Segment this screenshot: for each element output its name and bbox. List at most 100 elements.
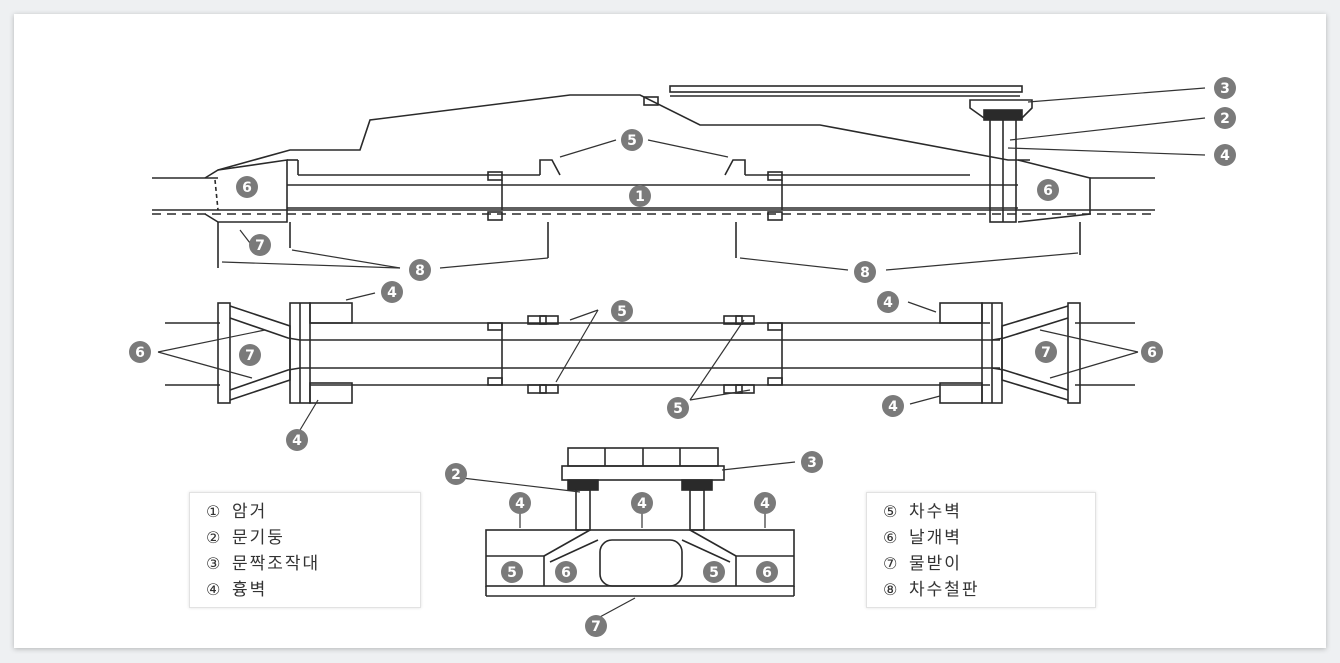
callout-marker-4: 4 (509, 492, 531, 514)
callout-label: 6 (561, 565, 571, 581)
elevation-view (152, 85, 1155, 268)
plan-view (165, 302, 1135, 404)
callout-circle (236, 176, 258, 198)
callout-circle (585, 615, 607, 637)
callout-marker-2: 2 (1214, 107, 1236, 129)
callout-marker-6: 6 (1037, 179, 1059, 201)
callout-label: 6 (1147, 345, 1157, 361)
callout-marker-3: 3 (1214, 77, 1236, 99)
callout-label: 6 (242, 180, 252, 196)
callout-label: 5 (709, 565, 719, 581)
callout-label: 4 (637, 496, 647, 512)
callout-marker-4: 4 (381, 281, 403, 303)
callout-marker-2: 2 (445, 463, 467, 485)
callout-marker-6: 6 (756, 561, 778, 583)
callout-label: 4 (292, 433, 302, 449)
callout-circle (249, 234, 271, 256)
callout-label: 2 (451, 467, 461, 483)
callout-label: 8 (860, 265, 870, 281)
callout-circle (555, 561, 577, 583)
callout-circle (1214, 77, 1236, 99)
callout-circle (703, 561, 725, 583)
callout-marker-6: 6 (1141, 341, 1163, 363)
callout-marker-5: 5 (667, 397, 689, 419)
callout-marker-4: 4 (877, 291, 899, 313)
callout-marker-7: 7 (249, 234, 271, 256)
callout-label: 7 (591, 619, 601, 635)
callout-label: 2 (1220, 111, 1230, 127)
callout-marker-6: 6 (129, 341, 151, 363)
callout-circle (1037, 179, 1059, 201)
callout-label: 8 (415, 263, 425, 279)
callout-circle (129, 341, 151, 363)
callout-label: 6 (135, 345, 145, 361)
callout-label: 7 (255, 238, 265, 254)
leader-lines (157, 87, 1206, 619)
callout-marker-5: 5 (611, 300, 633, 322)
callout-marker-6: 6 (236, 176, 258, 198)
callout-label: 5 (627, 133, 637, 149)
callout-circle (611, 300, 633, 322)
callout-circle (877, 291, 899, 313)
callout-label: 1 (635, 189, 645, 205)
callout-marker-4: 4 (286, 429, 308, 451)
callout-label: 6 (762, 565, 772, 581)
callout-circle (754, 492, 776, 514)
ground-profile (217, 94, 1030, 171)
callout-circle (882, 395, 904, 417)
callout-label: 3 (1220, 81, 1230, 97)
callout-marker-7: 7 (585, 615, 607, 637)
callout-label: 5 (507, 565, 517, 581)
callout-circle (1214, 107, 1236, 129)
operating-deck (669, 85, 1023, 93)
callout-marker-5: 5 (703, 561, 725, 583)
callout-circle (445, 463, 467, 485)
callout-label: 3 (807, 455, 817, 471)
callout-label: 4 (515, 496, 525, 512)
callout-circle (631, 492, 653, 514)
callout-label: 4 (1220, 148, 1230, 164)
callout-marker-1: 1 (629, 185, 651, 207)
callout-circle (621, 129, 643, 151)
front-view (485, 447, 795, 597)
callout-circle (239, 344, 261, 366)
callout-label: 4 (888, 399, 898, 415)
callout-marker-4: 4 (1214, 144, 1236, 166)
callout-label: 5 (617, 304, 627, 320)
callout-label: 7 (1041, 345, 1051, 361)
callout-circle (756, 561, 778, 583)
callout-marker-5: 5 (501, 561, 523, 583)
callout-circle (409, 259, 431, 281)
callout-circle (801, 451, 823, 473)
callout-marker-3: 3 (801, 451, 823, 473)
callout-marker-8: 8 (409, 259, 431, 281)
callout-circle (1141, 341, 1163, 363)
callout-circle (1214, 144, 1236, 166)
callout-circle (854, 261, 876, 283)
callout-circle (667, 397, 689, 419)
callout-circle (1035, 341, 1057, 363)
callout-label: 4 (387, 285, 397, 301)
callout-circle (629, 185, 651, 207)
callout-marker-8: 8 (854, 261, 876, 283)
callout-circle (501, 561, 523, 583)
callout-marker-7: 7 (239, 344, 261, 366)
callout-label: 6 (1043, 183, 1053, 199)
callout-marker-6: 6 (555, 561, 577, 583)
callout-label: 4 (760, 496, 770, 512)
callout-marker-5: 5 (621, 129, 643, 151)
callout-circle (509, 492, 531, 514)
callout-marker-4: 4 (754, 492, 776, 514)
callout-marker-4: 4 (631, 492, 653, 514)
